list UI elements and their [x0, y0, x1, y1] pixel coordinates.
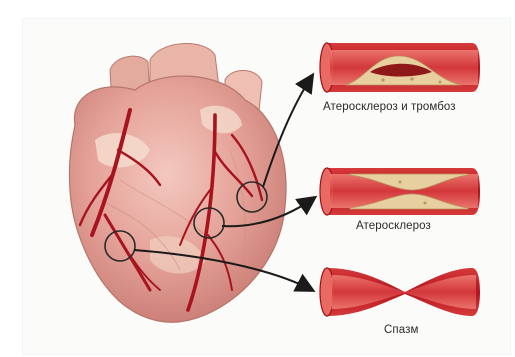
vessel-label-spasm: Спазм [384, 324, 418, 336]
vessel-label-atherosclerosis: Атеросклероз [356, 220, 431, 232]
vessel-label-atherosclerosis-thrombosis: Атеросклероз и тромбоз [323, 101, 456, 113]
vessel-atherosclerosis-thrombosis [320, 43, 480, 92]
vessel-spasm [320, 268, 480, 316]
vessel-atherosclerosis [320, 168, 480, 215]
